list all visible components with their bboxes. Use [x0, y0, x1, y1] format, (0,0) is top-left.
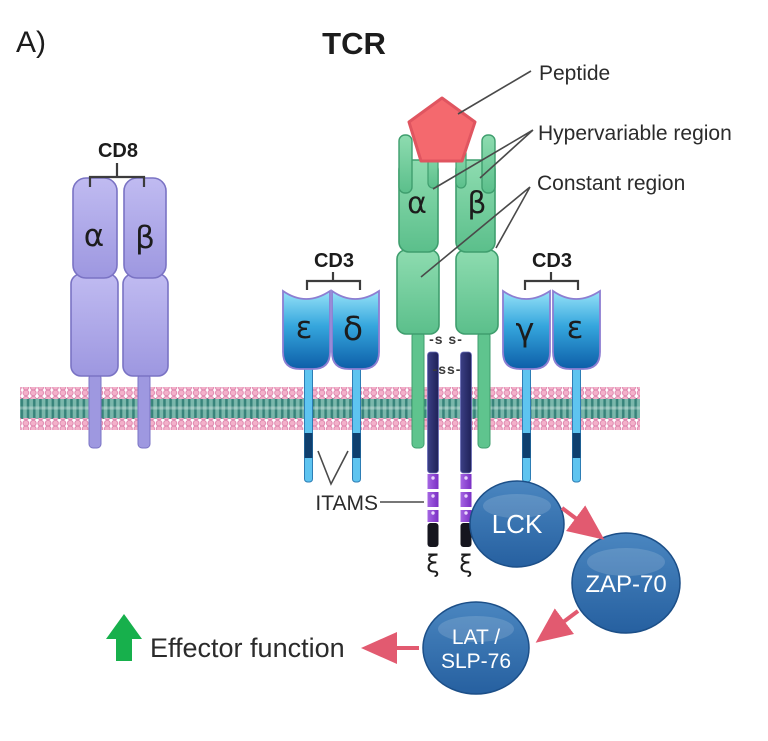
cd8-beta-lower-domain	[122, 273, 169, 377]
effector-function: Effector function	[106, 614, 345, 663]
cd3-epsilon-label: ε	[296, 310, 313, 346]
cd3-gamma-label: γ	[516, 311, 535, 349]
tcr-alpha-label: α	[407, 186, 427, 221]
plasma-membrane	[20, 387, 640, 430]
lat-slp76-sheen	[438, 616, 514, 642]
cd8-alpha-label: α	[84, 218, 104, 254]
zap70-molecule	[571, 532, 681, 634]
tcr-alpha-outer-prong	[398, 134, 413, 194]
cd3-itam-segment	[352, 433, 361, 458]
membrane-midline	[20, 406, 640, 410]
signaling-cascade: LCK ZAP-70 LAT / SLP-76	[361, 480, 681, 695]
tcr-disulfide-bond-upper: -s s-	[429, 331, 463, 347]
cd3-right-bracket	[523, 272, 580, 290]
cd3-epsilon-domain	[282, 289, 331, 370]
zeta-chain-left	[427, 351, 439, 547]
itams-label: ITAMS	[315, 492, 378, 515]
cd3-left-label: CD3	[314, 250, 354, 272]
zeta-left-label: ξ	[426, 550, 439, 578]
membrane-heads-top	[20, 387, 640, 399]
zeta-right-label: ξ	[459, 550, 472, 578]
arrow-zap70-to-lat	[535, 608, 580, 643]
cd3-delta-domain	[331, 289, 380, 370]
panel-label: A)	[16, 26, 46, 59]
cd3-left-dimer: ε δ CD3	[282, 250, 380, 483]
cd3-epsilon-stalk	[304, 365, 313, 483]
hypervariable-leader-lines	[432, 129, 534, 190]
cd3-gamma-domain	[502, 289, 551, 370]
peptide-leader-line	[457, 70, 532, 115]
cd3-delta-stalk	[352, 365, 361, 483]
constant-region-label: Constant region	[537, 172, 685, 195]
cd3-delta-label: δ	[343, 309, 363, 348]
itam-segment	[460, 510, 472, 522]
itams-v-pointer	[317, 450, 349, 486]
tcr-beta-stalk	[477, 331, 491, 449]
constant-leader-lines	[420, 186, 531, 278]
up-arrow-icon	[106, 614, 142, 661]
hypervariable-region-label: Hypervariable region	[538, 122, 732, 145]
cd3-left-bracket	[305, 272, 362, 290]
arrow-lck-to-zap70	[560, 505, 605, 540]
cd3-epsilon2-label: ε	[567, 310, 584, 346]
zeta-tail	[460, 523, 472, 547]
cd8-beta-stalk	[137, 373, 151, 449]
cd3-epsilon2-stalk	[572, 365, 581, 483]
cd3-itam-segment	[522, 433, 531, 458]
itam-segment	[460, 492, 472, 507]
cd3-right-label: CD3	[532, 250, 572, 272]
zap70-sheen	[587, 548, 665, 576]
effector-function-label: Effector function	[150, 633, 345, 663]
slp76-label: SLP-76	[441, 650, 511, 673]
cd8-bracket	[88, 163, 146, 187]
zap70-label: ZAP-70	[585, 571, 666, 598]
peptide-pentagon	[407, 96, 477, 163]
itam-segment	[460, 474, 472, 489]
cd3-itam-segment	[572, 433, 581, 458]
tcr-alpha-constant-domain	[396, 249, 440, 335]
tcr-beta-outer-prong	[481, 134, 496, 194]
zeta-disulfide-bond: -ss-	[433, 361, 462, 377]
tcr-beta-constant-domain	[455, 249, 499, 335]
itam-segment	[427, 510, 439, 522]
cd8-beta-label: β	[135, 220, 155, 256]
zeta-tail	[427, 523, 439, 547]
cd8-alpha-lower-domain	[70, 273, 119, 377]
lat-label: LAT /	[452, 626, 500, 649]
cd3-gamma-stalk	[522, 365, 531, 483]
tcr-beta-label: β	[467, 186, 486, 221]
cd8-coreceptor: α β CD8	[70, 140, 169, 449]
cd8-alpha-stalk	[88, 373, 102, 449]
lat-slp76-molecule	[422, 601, 530, 695]
lck-molecule	[469, 480, 565, 568]
cd3-itam-segment	[304, 433, 313, 458]
itam-segment	[427, 492, 439, 507]
itam-segment	[427, 474, 439, 489]
lck-label: LCK	[492, 509, 543, 539]
leader-lines	[317, 70, 534, 503]
figure-title: TCR	[322, 26, 386, 61]
cd3-right-dimer: γ ε CD3	[502, 250, 601, 483]
cd3-epsilon2-domain	[552, 289, 601, 370]
cd8-label: CD8	[98, 140, 138, 162]
tcr-alpha-stalk	[411, 331, 425, 449]
peptide-label: Peptide	[539, 62, 610, 85]
membrane-heads-bottom	[20, 418, 640, 430]
lck-sheen	[483, 494, 551, 518]
zeta-chain-pair: ξ ξ	[426, 351, 473, 578]
zeta-chain-right	[460, 351, 472, 547]
